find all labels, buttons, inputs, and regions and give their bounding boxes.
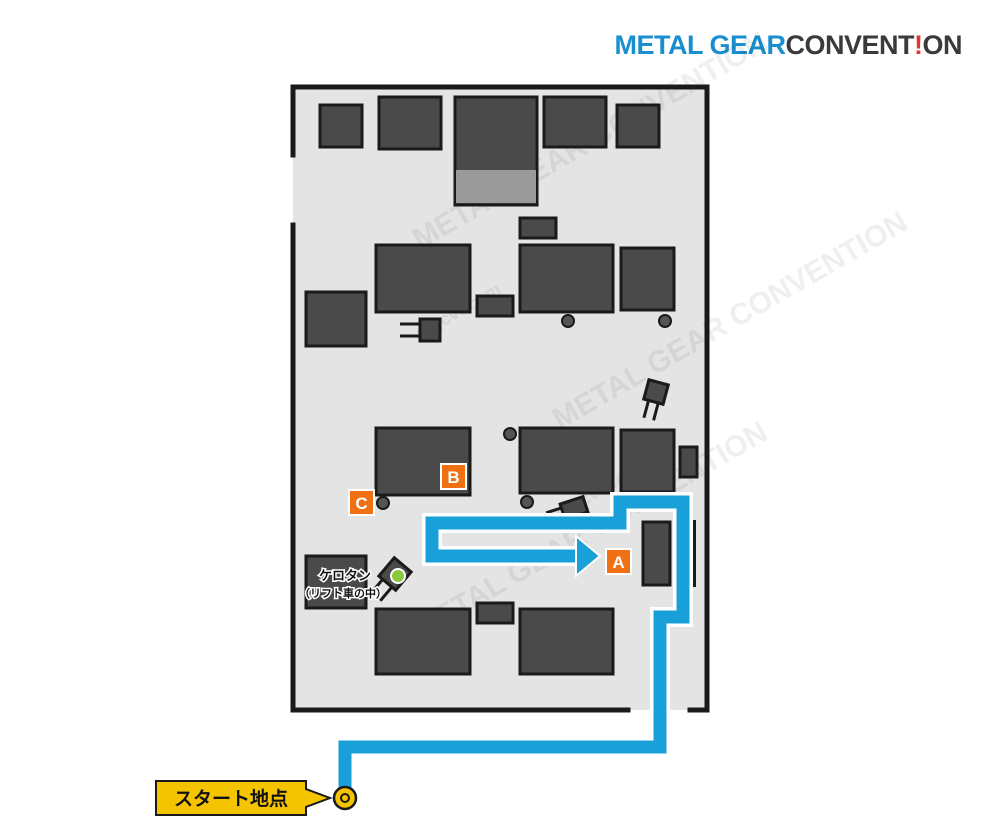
- barrel: [503, 427, 517, 441]
- brand-logo-part4: ON: [922, 30, 963, 60]
- container-shutter: [456, 170, 536, 203]
- container: [619, 246, 676, 312]
- kerotan-name: ケロタン: [319, 569, 371, 584]
- forklift: [400, 317, 442, 343]
- container: [377, 95, 443, 151]
- container: [475, 601, 515, 625]
- container: [518, 243, 615, 314]
- marker-a: A: [605, 548, 632, 575]
- container: [641, 520, 672, 587]
- container: [475, 294, 515, 318]
- marker-c: C: [348, 489, 375, 516]
- marker-b: B: [440, 463, 467, 490]
- barrel: [520, 495, 534, 509]
- brand-logo-exclaim: !: [914, 30, 923, 60]
- container: [304, 290, 368, 348]
- brand-logo-part1: METAL GEAR: [614, 30, 786, 60]
- container: [678, 445, 699, 479]
- route-arrowhead: [575, 533, 602, 579]
- marker-a-label: A: [612, 553, 624, 572]
- brand-logo: METAL GEARCONVENT!ON: [614, 30, 962, 61]
- container: [542, 95, 608, 149]
- kerotan-container: [304, 554, 368, 610]
- container: [374, 243, 472, 314]
- start-label: スタート地点: [155, 780, 333, 816]
- barrel: [658, 314, 672, 328]
- kerotan-marker: [390, 568, 406, 584]
- warehouse-walls: [290, 84, 710, 713]
- barrel-layer: [376, 314, 672, 510]
- start-point: [332, 785, 358, 811]
- barrel: [561, 314, 575, 328]
- forklift: [641, 377, 671, 421]
- container: [318, 103, 364, 149]
- route-line: [338, 495, 690, 798]
- barrel: [376, 496, 390, 510]
- start-label-text: スタート地点: [174, 787, 288, 810]
- container: [518, 216, 558, 240]
- brand-logo-part2: CONVENT: [785, 30, 914, 60]
- container: [615, 103, 661, 149]
- kerotan-note: （リフト車の中）: [299, 586, 387, 600]
- marker-b-label: B: [447, 468, 459, 487]
- marker-c-label: C: [355, 494, 367, 513]
- container: [518, 607, 615, 676]
- container: [619, 428, 676, 494]
- container: [374, 607, 472, 676]
- container: [518, 426, 615, 495]
